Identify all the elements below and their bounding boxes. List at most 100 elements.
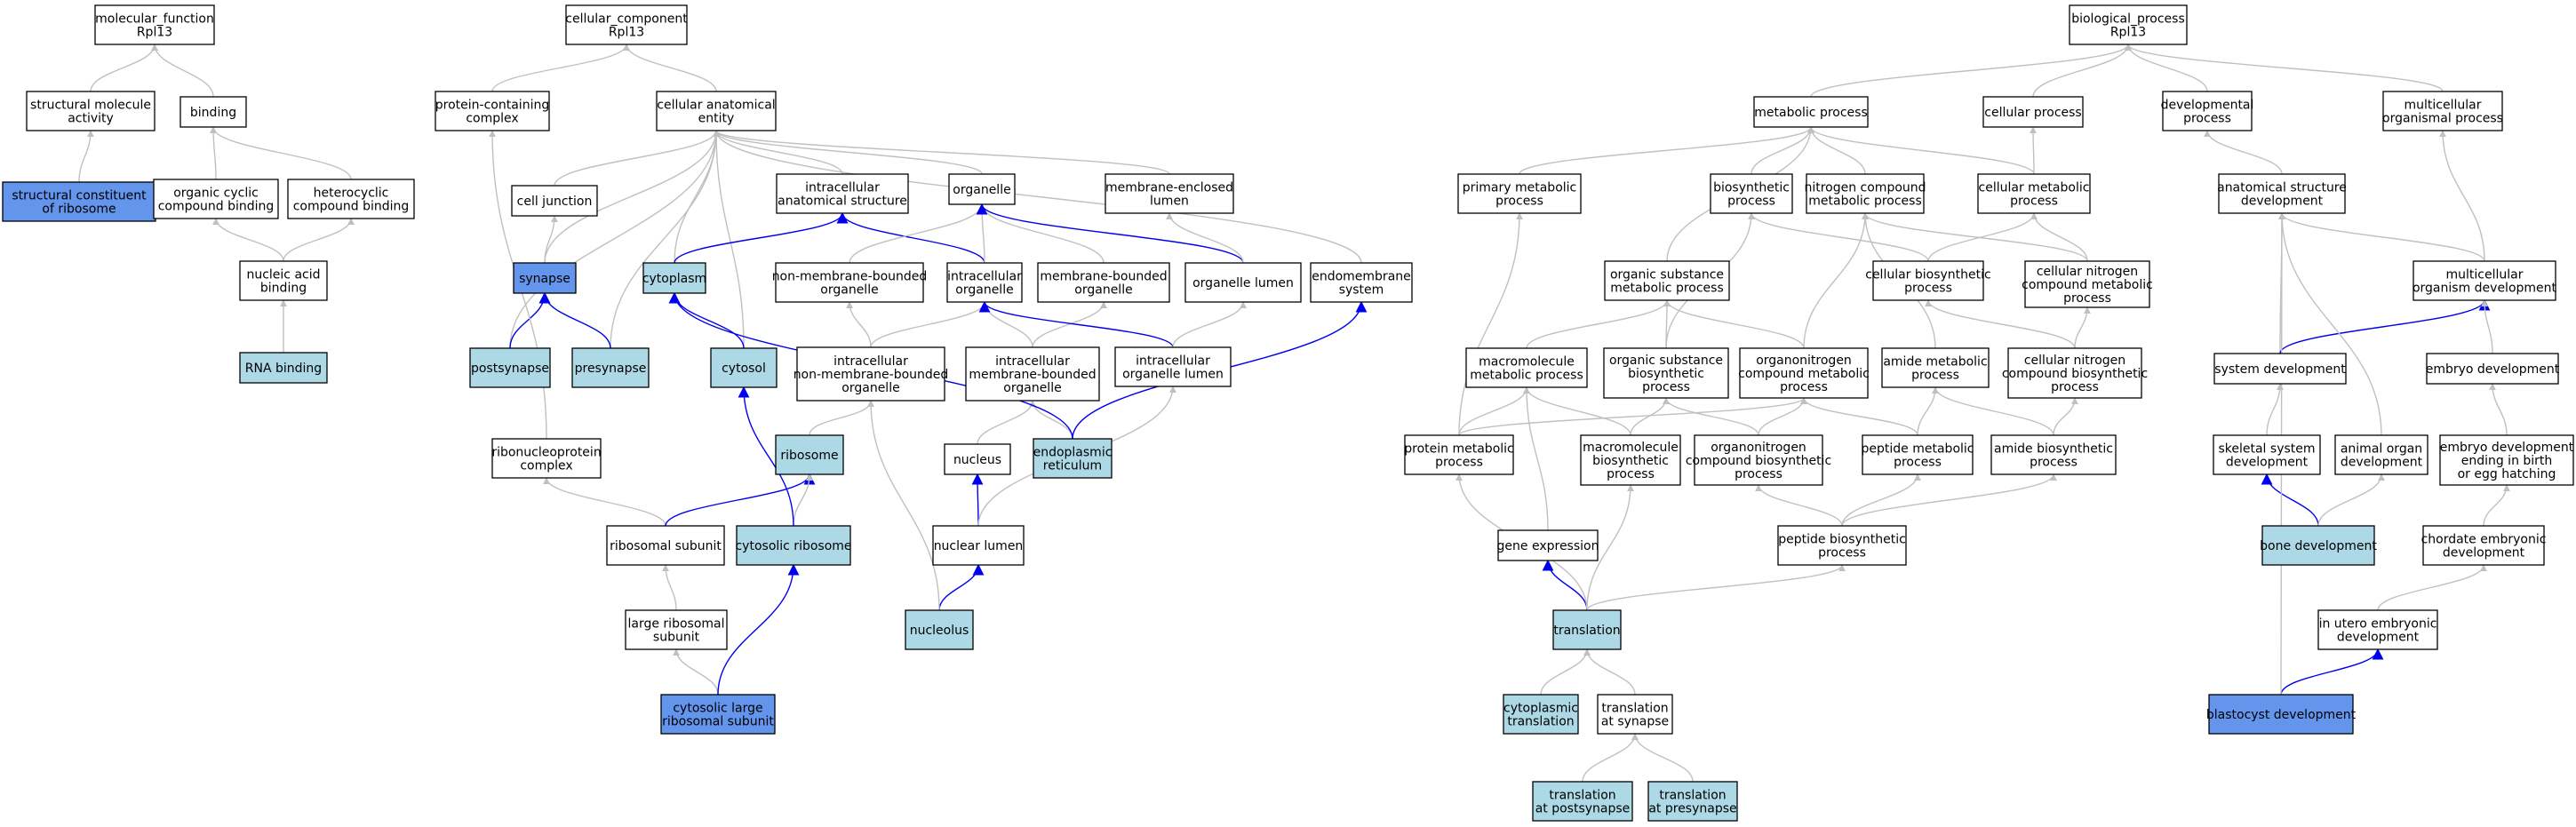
node-postsyn[interactable]: postsynapse (469, 347, 551, 388)
node-box[interactable] (1465, 347, 1588, 388)
node-box[interactable] (710, 347, 778, 388)
node-rna-bind[interactable]: RNA binding (239, 352, 328, 384)
node-box[interactable] (2334, 434, 2428, 475)
node-bone-dev[interactable]: bone development (2260, 525, 2377, 566)
node-box[interactable] (642, 262, 706, 294)
node-box[interactable] (660, 694, 776, 735)
node-box[interactable] (2213, 353, 2347, 385)
node-box[interactable] (944, 443, 1011, 475)
node-box[interactable] (1597, 694, 1673, 735)
node-box[interactable] (736, 525, 851, 566)
node-cytoplasm[interactable]: cytoplasm (642, 262, 706, 294)
node-box[interactable] (565, 4, 688, 45)
node-box[interactable] (2317, 609, 2438, 650)
node-intra-nonmem[interactable]: intracellularnon-membrane-boundedorganel… (794, 346, 949, 402)
node-box[interactable] (2024, 260, 2150, 308)
node-cell-proc[interactable]: cellular process (1982, 96, 2084, 128)
node-cell-junc[interactable]: cell junction (511, 185, 598, 217)
node-box[interactable] (511, 185, 598, 217)
node-box[interactable] (948, 173, 1016, 205)
node-box[interactable] (435, 91, 550, 131)
node-box[interactable] (1739, 347, 1869, 399)
node-metab[interactable]: metabolic process (1753, 96, 1869, 128)
node-box[interactable] (1310, 262, 1413, 303)
node-blastocyst[interactable]: blastocyst development (2206, 694, 2357, 735)
node-box[interactable] (625, 609, 728, 650)
node-box[interactable] (469, 347, 551, 388)
node-box[interactable] (775, 434, 844, 475)
node-box[interactable] (1710, 173, 1793, 214)
node-box[interactable] (1753, 96, 1869, 128)
node-box[interactable] (2422, 525, 2545, 566)
node-box[interactable] (2426, 353, 2559, 385)
node-cytosol[interactable]: cytosol (710, 347, 778, 388)
node-box[interactable] (775, 262, 924, 303)
node-cyto-ribo[interactable]: cytosolic ribosome (735, 525, 852, 566)
node-nucleus[interactable]: nucleus (944, 443, 1011, 475)
node-box[interactable] (2007, 347, 2142, 399)
node-box[interactable] (2218, 173, 2346, 214)
node-box[interactable] (26, 91, 156, 131)
node-box[interactable] (1881, 347, 1990, 388)
node-box[interactable] (1457, 173, 1582, 214)
node-box[interactable] (1862, 434, 1974, 475)
node-box[interactable] (2069, 4, 2188, 45)
node-box[interactable] (1552, 609, 1622, 650)
node-box[interactable] (2, 181, 156, 222)
node-box[interactable] (1977, 173, 2091, 214)
node-box[interactable] (1033, 438, 1113, 479)
node-box[interactable] (2162, 91, 2253, 131)
node-box[interactable] (946, 262, 1023, 303)
node-sys-dev[interactable]: system development (2213, 353, 2347, 385)
node-box[interactable] (1184, 262, 1302, 303)
node-box[interactable] (491, 438, 602, 479)
node-box[interactable] (1497, 529, 1599, 561)
node-box[interactable] (905, 609, 974, 650)
node-box[interactable] (656, 91, 777, 131)
node-box[interactable] (2382, 91, 2503, 131)
node-translation[interactable]: translation (1552, 609, 1622, 650)
node-box[interactable] (2261, 525, 2375, 566)
node-box[interactable] (179, 96, 247, 128)
node-box[interactable] (239, 260, 328, 301)
node-box[interactable] (1982, 96, 2084, 128)
node-ribo-sub[interactable]: ribosomal subunit (606, 525, 725, 566)
